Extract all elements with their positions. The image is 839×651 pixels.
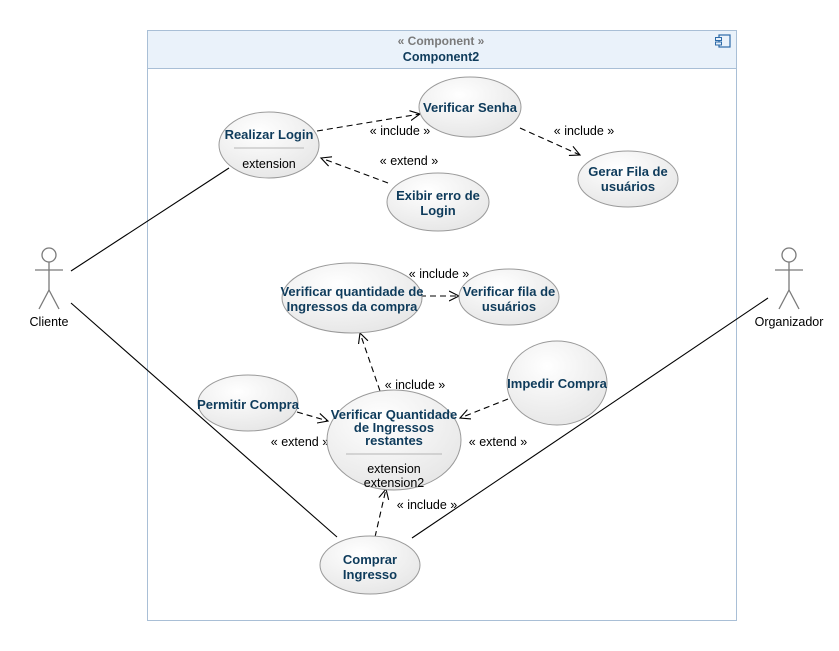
use-case-comprar-ingresso[interactable]: Comprar Ingresso [319, 535, 421, 595]
use-case-realizar-login[interactable]: Realizar Login extension [218, 111, 320, 179]
use-case-gerar-fila[interactable]: Gerar Fila de usuários [577, 150, 679, 208]
use-case-verificar-quantidade-restantes[interactable]: Verificar Quantidade de Ingressos restan… [326, 389, 462, 491]
actor-name: Cliente [30, 315, 69, 329]
use-case-title: Impedir Compra [507, 376, 607, 391]
use-case-title-line2: usuários [601, 179, 655, 194]
component-name: Component2 [403, 50, 479, 64]
label-impedir-restantes: « extend » [469, 435, 527, 449]
use-case-title-line2: Ingressos da compra [287, 299, 419, 314]
use-case-permitir-compra[interactable]: Permitir Compra [197, 374, 300, 432]
assoc-cliente-realizar-login [70, 167, 230, 272]
dep-senha-fila [519, 127, 580, 155]
use-case-title: Gerar Fila de [588, 164, 667, 179]
component-header [147, 30, 737, 69]
use-case-title-line2: Login [420, 203, 455, 218]
use-case-verificar-senha[interactable]: Verificar Senha [418, 76, 522, 138]
assoc-organizador-comprar-ingresso [411, 297, 769, 539]
use-case-title: Exibir erro de [396, 188, 480, 203]
dep-comprar-restantes [374, 489, 386, 538]
dep-erro-login [321, 158, 389, 184]
component-stereotype: « Component » [398, 34, 485, 48]
use-case-title: Realizar Login [225, 127, 314, 142]
use-case-title: Permitir Compra [197, 397, 300, 412]
use-case-exibir-erro[interactable]: Exibir erro de Login [386, 172, 490, 232]
actor-organizador[interactable]: Organizador [755, 247, 824, 329]
label-senha-fila: « include » [554, 124, 615, 138]
use-case-title: Verificar fila de [463, 284, 556, 299]
dep-login-senha [316, 114, 420, 132]
use-case-title-line3: restantes [365, 433, 423, 448]
dep-impedir-restantes [460, 398, 509, 418]
label-login-senha: « include » [370, 124, 431, 138]
label-comprar-restantes: « include » [397, 498, 458, 512]
use-case-title-line2: usuários [482, 299, 536, 314]
use-case-title: Comprar [343, 552, 397, 567]
label-erro-login: « extend » [380, 154, 438, 168]
use-case-title: Verificar Quantidade [331, 407, 457, 422]
associations [70, 167, 769, 539]
extension-point-2: extension2 [364, 476, 425, 490]
actor-icon [775, 247, 803, 310]
assoc-cliente-comprar-ingresso [70, 302, 338, 538]
relation-labels: « include » « include » « extend » « inc… [271, 124, 614, 512]
dep-permitir-restantes [296, 411, 328, 421]
extension-point: extension [367, 462, 421, 476]
component-icon [715, 34, 731, 48]
actor-icon [35, 247, 63, 310]
use-case-impedir-compra[interactable]: Impedir Compra [506, 340, 608, 426]
use-case-verificar-fila[interactable]: Verificar fila de usuários [458, 268, 560, 326]
use-case-title-line2: de Ingressos [354, 420, 434, 435]
label-qtd-fila: « include » [409, 267, 470, 281]
dependencies [296, 114, 580, 538]
use-case-title-line2: Ingresso [343, 567, 397, 582]
dep-restantes-qtd [360, 333, 381, 392]
label-restantes-qtd: « include » [385, 378, 446, 392]
actor-cliente[interactable]: Cliente [30, 247, 69, 329]
use-case-verificar-quantidade-compra[interactable]: Verificar quantidade de Ingressos da com… [280, 262, 424, 334]
use-case-title: Verificar Senha [423, 100, 518, 115]
label-permitir-restantes: « extend » [271, 435, 329, 449]
actor-name: Organizador [755, 315, 824, 329]
use-case-title: Verificar quantidade de [280, 284, 423, 299]
extension-point: extension [242, 157, 296, 171]
